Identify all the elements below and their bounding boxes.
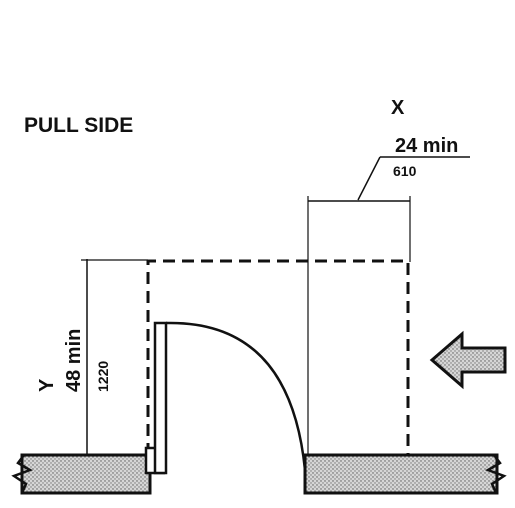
x-dimension-letter: X xyxy=(391,97,405,119)
x-dimension-metric: 610 xyxy=(393,163,417,179)
y-dimension-value: 48 min xyxy=(63,329,85,392)
door-swing-arc xyxy=(165,321,307,471)
y-dimension-letter: Y xyxy=(36,378,58,392)
wall-break-icon xyxy=(11,454,33,494)
left-wall-segment xyxy=(20,453,152,495)
pull-side-label: PULL SIDE xyxy=(24,114,133,137)
x-dimension-value: 24 min xyxy=(395,135,458,157)
y-dimension-metric: 1220 xyxy=(95,361,111,392)
door-leaf xyxy=(153,321,168,475)
right-wall-segment xyxy=(303,453,499,495)
maneuvering-clearance-outline xyxy=(146,259,410,455)
wall-break-icon xyxy=(485,454,507,494)
x-leader-line xyxy=(357,156,381,201)
approach-arrow-icon xyxy=(429,330,507,390)
